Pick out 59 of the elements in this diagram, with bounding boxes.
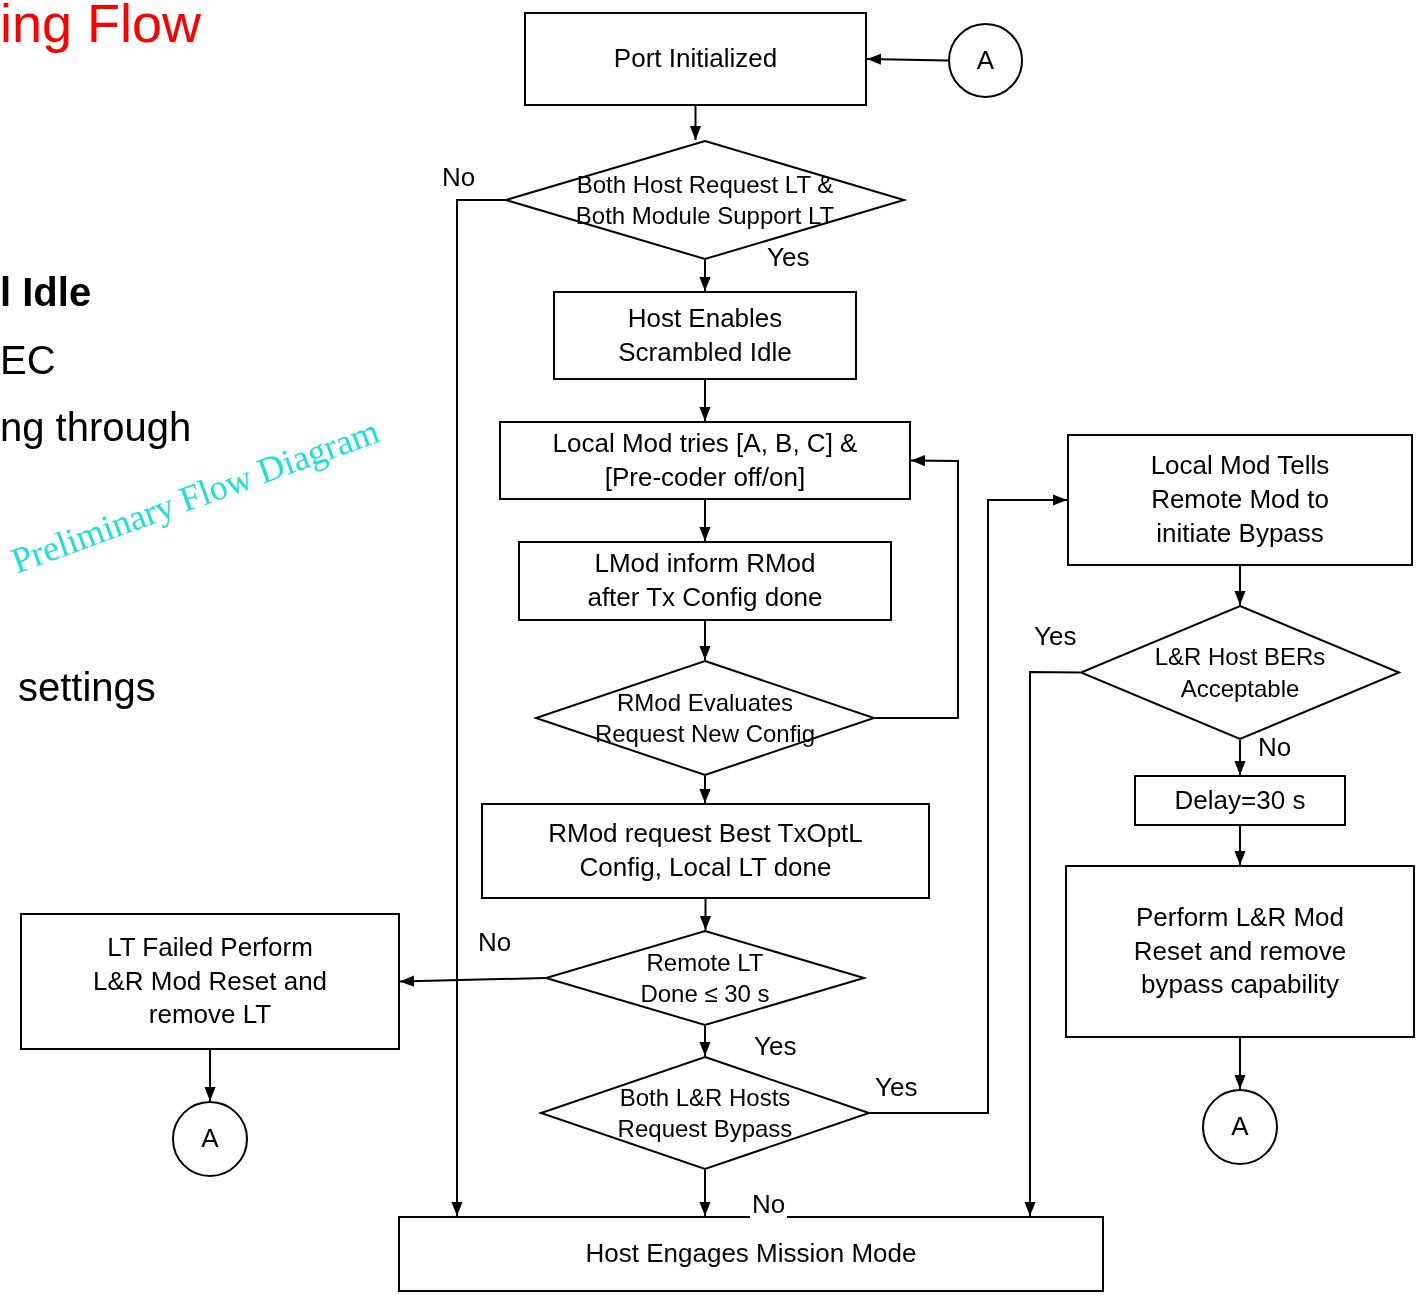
step-text: Local Mod Tells Remote Mod to initiate Bypass	[1149, 449, 1331, 550]
decision-diamond	[1080, 605, 1400, 740]
arrow	[451, 199, 506, 1217]
decision-diamond	[535, 660, 875, 776]
arrow	[1024, 671, 1081, 1217]
process-box	[1065, 865, 1415, 1038]
connector-circle	[172, 1101, 248, 1177]
process-box	[398, 1216, 1104, 1292]
connector-letter: A	[1230, 1110, 1250, 1144]
process-box	[553, 291, 857, 380]
arrow	[1234, 565, 1246, 606]
decision-text: Remote LT Done ≤ 30 s	[639, 947, 771, 1009]
arrow	[1234, 739, 1246, 776]
slide-title: ing Flow	[0, 0, 202, 54]
connector-letter: A	[200, 1122, 220, 1156]
arrow	[699, 1169, 711, 1217]
step-text: Delay=30 s	[1173, 783, 1307, 817]
arrow	[874, 455, 959, 719]
process-box	[1067, 434, 1413, 566]
connector-letter: A	[975, 43, 996, 77]
arrow	[699, 620, 711, 661]
step-text: Host Engages Mission Mode	[584, 1237, 918, 1271]
bullet-text: EC	[0, 338, 56, 383]
arrow	[689, 105, 702, 141]
arrow	[869, 494, 1068, 1114]
step-text: Host Enables Scrambled Idle	[617, 301, 793, 369]
decision-text: L&R Host BERs Acceptable	[1153, 642, 1327, 704]
arrow	[699, 898, 712, 931]
arrow	[699, 499, 711, 542]
bullet-text: ng through	[0, 405, 192, 450]
step-text: RMod request Best TxOptL Config, Local LT done	[547, 817, 864, 884]
arrow	[1234, 1037, 1246, 1090]
process-box	[481, 803, 930, 899]
process-box	[524, 12, 867, 106]
step-text: Port Initialized	[612, 42, 779, 76]
decision-text: Both L&R Hosts Request Bypass	[616, 1082, 794, 1144]
bullet-text: l Idle	[0, 270, 92, 315]
arrow	[699, 775, 711, 804]
arrow	[866, 53, 949, 65]
decision-diamond	[540, 1056, 870, 1170]
arrow	[699, 1025, 711, 1057]
process-box	[499, 421, 911, 500]
process-box	[20, 913, 400, 1050]
step-text: Perform L&R Mod Reset and remove bypass capability	[1132, 900, 1348, 1002]
arrow	[699, 259, 711, 292]
arrow	[699, 379, 711, 422]
connector-circle	[1202, 1089, 1278, 1165]
step-text: LT Failed Perform L&R Mod Reset and remove LT	[91, 930, 329, 1032]
process-box	[1134, 775, 1346, 826]
arrow	[1234, 825, 1246, 866]
arrow	[204, 1049, 216, 1102]
process-box	[518, 541, 892, 621]
decision-diamond	[545, 930, 865, 1026]
step-text: LMod inform RMod after Tx Config done	[586, 547, 824, 614]
step-text: Local Mod tries [A, B, C] & [Pre-coder off/on]	[551, 426, 859, 494]
bullet-text: settings	[18, 665, 156, 710]
arrow	[399, 975, 546, 987]
connector-circle	[948, 23, 1023, 98]
decision-text: RMod Evaluates Request New Config	[593, 687, 817, 749]
